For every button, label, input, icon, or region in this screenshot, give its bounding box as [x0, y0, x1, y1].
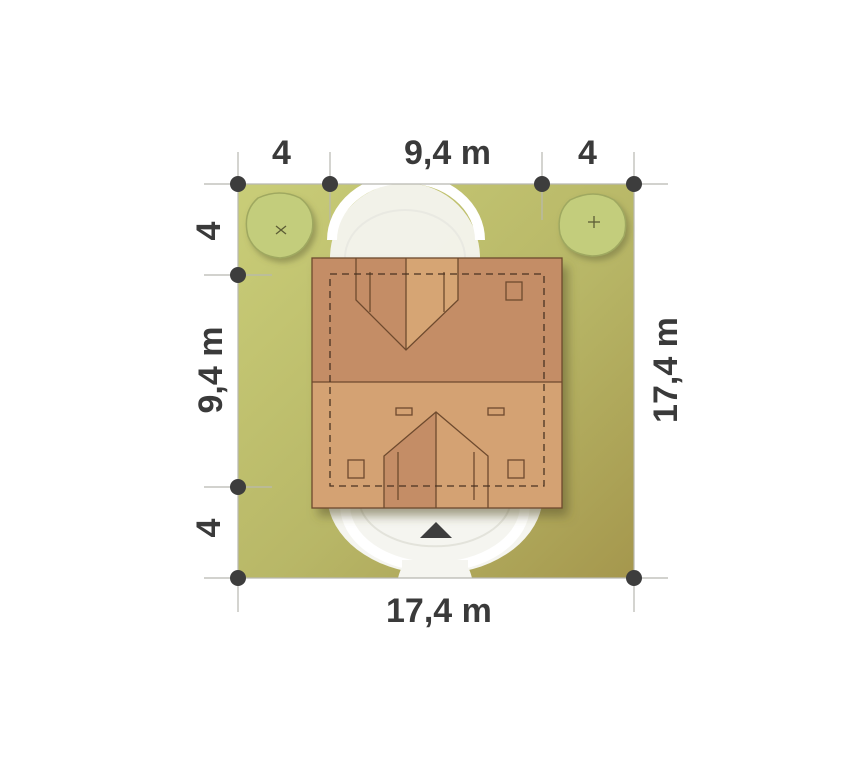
marker-dot	[230, 176, 246, 192]
marker-dot	[626, 570, 642, 586]
marker-dot	[322, 176, 338, 192]
dimension-markers	[230, 176, 642, 586]
dim-top-left-setback: 4	[272, 134, 291, 172]
tree-icon	[558, 193, 627, 257]
marker-dot	[230, 570, 246, 586]
south-terrace	[328, 504, 542, 578]
north-gable	[406, 258, 458, 350]
south-gable	[384, 412, 436, 508]
north-terrace	[327, 173, 485, 259]
marker-dot	[534, 176, 550, 192]
dim-top-house-width: 9,4 m	[404, 134, 491, 172]
dim-bottom-total-width: 17,4 m	[386, 592, 492, 630]
marker-dot	[230, 479, 246, 495]
tree-icon	[245, 192, 314, 259]
dim-left-top-setback: 4	[190, 221, 228, 241]
marker-dot	[230, 267, 246, 283]
marker-dot	[626, 176, 642, 192]
wall-outline-dashed	[329, 273, 545, 487]
dim-right-total-depth: 17,4 m	[647, 317, 685, 423]
north-arrow-icon	[420, 522, 452, 538]
dim-left-bottom-setback: 4	[190, 518, 228, 538]
dim-left-house-depth: 9,4 m	[192, 326, 230, 414]
dim-top-right-setback: 4	[578, 134, 597, 172]
house-roof	[311, 257, 563, 509]
